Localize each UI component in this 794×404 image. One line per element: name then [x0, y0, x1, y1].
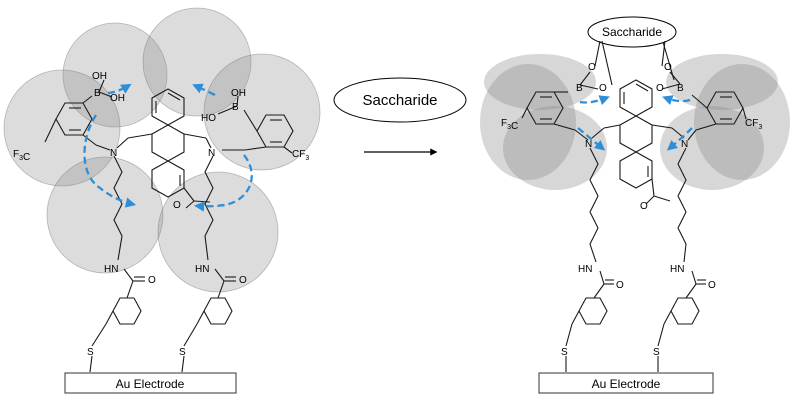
bond-skeleton-left: [44, 79, 294, 373]
saccharide-ellipse: [333, 77, 467, 123]
label-cf3: CF3: [745, 118, 762, 131]
label-carbonyl-oxygen: O: [640, 201, 648, 212]
label-amide-oxygen: O: [148, 275, 156, 286]
label-ho: HO: [201, 113, 216, 124]
label-ester-oxygen: O: [656, 83, 664, 94]
label-sulfur: S: [179, 347, 186, 358]
electrode-label: Au Electrode: [116, 377, 185, 391]
label-cf3: CF3: [292, 149, 309, 162]
label-nitrogen: N: [110, 148, 117, 159]
label-nitrogen: N: [585, 139, 592, 150]
label-boron: B: [232, 102, 239, 113]
reagent-label: Saccharide: [362, 92, 437, 109]
atom-labels-right: O B O O B O F3C CF3 N N O HN O HN O S S: [501, 62, 762, 358]
label-amide-nh: HN: [195, 264, 209, 275]
rotation-arrows-left: [83, 83, 253, 212]
label-sulfur: S: [653, 347, 660, 358]
unbound-sensor-molecule: OH B OH OH B HO F3C CF3 N N O HN O HN O …: [3, 7, 321, 394]
electrode-left: Au Electrode: [64, 372, 237, 394]
bound-saccharide-ellipse: [587, 16, 677, 48]
label-ester-oxygen: O: [588, 62, 596, 73]
label-f3c: F3C: [13, 149, 30, 163]
label-sulfur: S: [87, 347, 94, 358]
bound-sensor-molecule: Saccharide: [480, 16, 790, 394]
bound-saccharide-label: Saccharide: [602, 25, 662, 39]
label-carbonyl-oxygen: O: [173, 200, 181, 211]
label-ester-oxygen: O: [599, 83, 607, 94]
electrode-bar: [538, 372, 714, 394]
label-ester-oxygen: O: [664, 62, 672, 73]
label-boron: B: [94, 88, 101, 99]
label-amide-nh: HN: [578, 264, 592, 275]
shaded-lobes-right: [480, 54, 790, 190]
label-amide-nh: HN: [670, 264, 684, 275]
label-boron: B: [677, 83, 684, 94]
label-oh: OH: [92, 71, 107, 82]
label-amide-nh: HN: [104, 264, 118, 275]
label-boron: B: [576, 83, 583, 94]
label-oh: OH: [110, 93, 125, 104]
rotation-arrows-right: [577, 95, 693, 151]
label-nitrogen: N: [681, 139, 688, 150]
label-amide-oxygen: O: [708, 280, 716, 291]
electrode-label: Au Electrode: [592, 377, 661, 391]
label-nitrogen: N: [208, 148, 215, 159]
electrode-right: Au Electrode: [538, 372, 714, 394]
electrode-bar: [64, 372, 237, 394]
shaded-lobes-left: [3, 7, 321, 293]
label-amide-oxygen: O: [239, 275, 247, 286]
label-f3c: F3C: [501, 118, 518, 132]
label-sulfur: S: [561, 347, 568, 358]
reaction-step: Saccharide: [333, 77, 467, 156]
label-amide-oxygen: O: [616, 280, 624, 291]
label-oh: OH: [231, 88, 246, 99]
atom-labels-left: OH B OH OH B HO F3C CF3 N N O HN O HN O …: [13, 71, 309, 358]
bond-skeleton-right: [521, 40, 747, 372]
